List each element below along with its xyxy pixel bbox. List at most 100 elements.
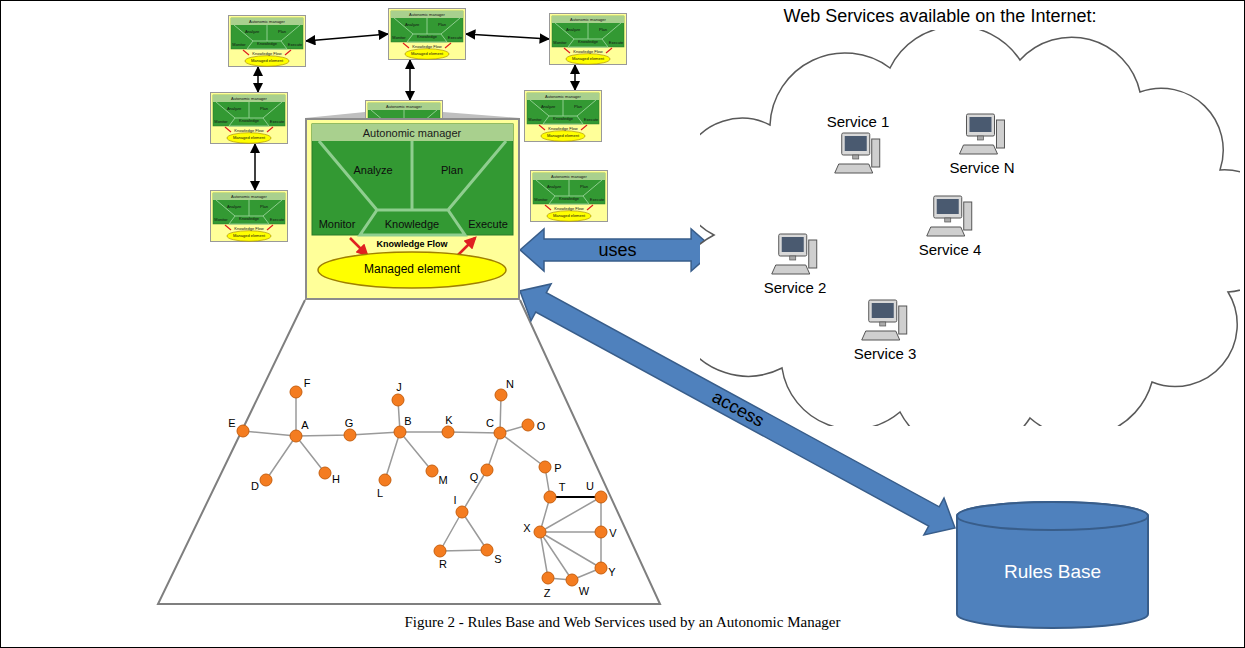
- vertex-letter: S: [494, 553, 501, 566]
- mini-label: Monitor: [553, 41, 566, 45]
- manager-panel: [312, 124, 513, 235]
- graph-vertex: [319, 467, 331, 479]
- vertex-letter: Z: [544, 587, 551, 600]
- keyboard: [927, 227, 965, 236]
- computer-icon-holder: [834, 131, 882, 177]
- graph-edge: [550, 496, 601, 498]
- component-region: Monitor: [319, 218, 356, 231]
- mini-header: [213, 193, 285, 200]
- mini-label: Autonomic manager: [231, 195, 267, 199]
- mini-label: Execute: [590, 198, 604, 202]
- computer-icon: [958, 112, 1006, 158]
- vertex-letter: H: [332, 473, 340, 486]
- vertex-letter: X: [523, 522, 530, 535]
- link-arrow: [306, 34, 388, 41]
- vertex-letter: K: [445, 414, 452, 427]
- computer-icon: [861, 298, 909, 344]
- graph-vertex: [237, 425, 249, 437]
- mini-label: Knowledge Flow: [252, 52, 281, 56]
- mini-label: Knowledge: [417, 35, 437, 39]
- mini-label: Knowledge: [559, 197, 579, 201]
- managed-element-ellipse: Managed element: [317, 251, 507, 289]
- internet-cloud: Web Services available on the Internet:S…: [700, 4, 1240, 426]
- component-region: Execute: [468, 218, 508, 231]
- mini-label: Monitor: [392, 36, 405, 40]
- mini-frame: [211, 191, 288, 242]
- mini-label: Autonomic manager: [545, 95, 581, 99]
- web-service: Service 1: [827, 112, 890, 177]
- graph-vertex: [595, 526, 607, 538]
- arrow-label: access: [708, 387, 767, 432]
- vertex-letter: U: [586, 480, 594, 493]
- flow-label: Knowledge Flow: [377, 239, 448, 249]
- mini-label: Knowledge Flow: [234, 227, 263, 231]
- cylinder-body: [957, 502, 1148, 628]
- vertex-letter: R: [439, 558, 447, 571]
- mini-label: Knowledge Flow: [554, 207, 583, 211]
- component-region: Analyze: [353, 164, 392, 177]
- vertex-letter: E: [228, 417, 235, 430]
- mini-panel: [533, 173, 605, 204]
- mini-label: Knowledge Flow: [573, 50, 602, 54]
- graph-vertex: [290, 386, 302, 398]
- graph-vertex: [260, 474, 272, 486]
- mini-ellipse: [566, 54, 610, 65]
- mini-label: Knowledge: [257, 42, 277, 46]
- graph-vertex: [290, 430, 302, 442]
- zoom-trapezoid: [158, 300, 660, 604]
- mini-label: Managed element: [251, 59, 283, 63]
- arrow-label: uses: [599, 240, 637, 261]
- manager-header: [312, 124, 513, 141]
- mini-label: Plan: [574, 105, 582, 109]
- block-arrow: [520, 229, 715, 271]
- stand: [853, 155, 859, 159]
- mini-panel: [552, 16, 624, 47]
- vertex-letter: T: [559, 481, 566, 494]
- graph-vertex: [394, 426, 406, 438]
- monitor: [779, 234, 807, 256]
- graph-vertex: [434, 545, 446, 557]
- mini-label: Execute: [609, 41, 623, 45]
- computer-icon-holder: [771, 232, 819, 278]
- mini-header: [231, 18, 303, 25]
- vertex-letter: J: [396, 381, 402, 394]
- service-label: Service 3: [854, 345, 917, 362]
- mini-autonomic-manager: Autonomic managerAnalyzePlanMonitorKnowl…: [210, 92, 288, 144]
- vertex-letter: V: [609, 527, 616, 540]
- graph-vertices: [237, 386, 607, 586]
- vertex-letter: D: [251, 480, 259, 493]
- monitor: [869, 300, 897, 322]
- rules-database: Rules Base: [955, 500, 1150, 630]
- manager-frame: [306, 119, 519, 299]
- mini-label: Autonomic manager: [570, 18, 606, 22]
- computer-icon: [926, 194, 974, 240]
- mini-label: Analyze: [547, 185, 561, 189]
- component-region: Knowledge: [385, 218, 439, 231]
- mini-label: Autonomic manager: [409, 13, 445, 17]
- stand: [790, 256, 796, 260]
- mini-flow-arrows: [545, 205, 593, 210]
- mini-label: Monitor: [534, 198, 547, 202]
- vertex-letter: O: [537, 420, 546, 433]
- vertex-letter: Y: [608, 566, 615, 579]
- graph-vertex: [481, 464, 493, 476]
- component-label: Analyze: [353, 164, 392, 177]
- keyboard: [959, 145, 997, 154]
- mini-autonomic-manager: Autonomic managerAnalyzePlanMonitorKnowl…: [524, 90, 602, 142]
- screen: [782, 237, 804, 252]
- vertex-letter: F: [304, 377, 311, 390]
- service-label: Service 1: [827, 113, 890, 130]
- mini-label: Managed element: [233, 136, 265, 140]
- mini-label: Monitor: [214, 120, 227, 124]
- mini-flow-arrows: [225, 127, 273, 132]
- mini-label: Managed element: [411, 52, 443, 56]
- vertex-letter: P: [554, 462, 561, 475]
- stand: [977, 136, 983, 140]
- graph-vertex: [456, 506, 468, 518]
- mini-label: Execute: [270, 120, 284, 124]
- mini-label: Autonomic manager: [551, 175, 587, 179]
- mini-label: Plan: [580, 185, 588, 189]
- mini-label: Monitor: [232, 43, 245, 47]
- mini-header: [368, 103, 440, 110]
- mini-frame: [525, 91, 602, 142]
